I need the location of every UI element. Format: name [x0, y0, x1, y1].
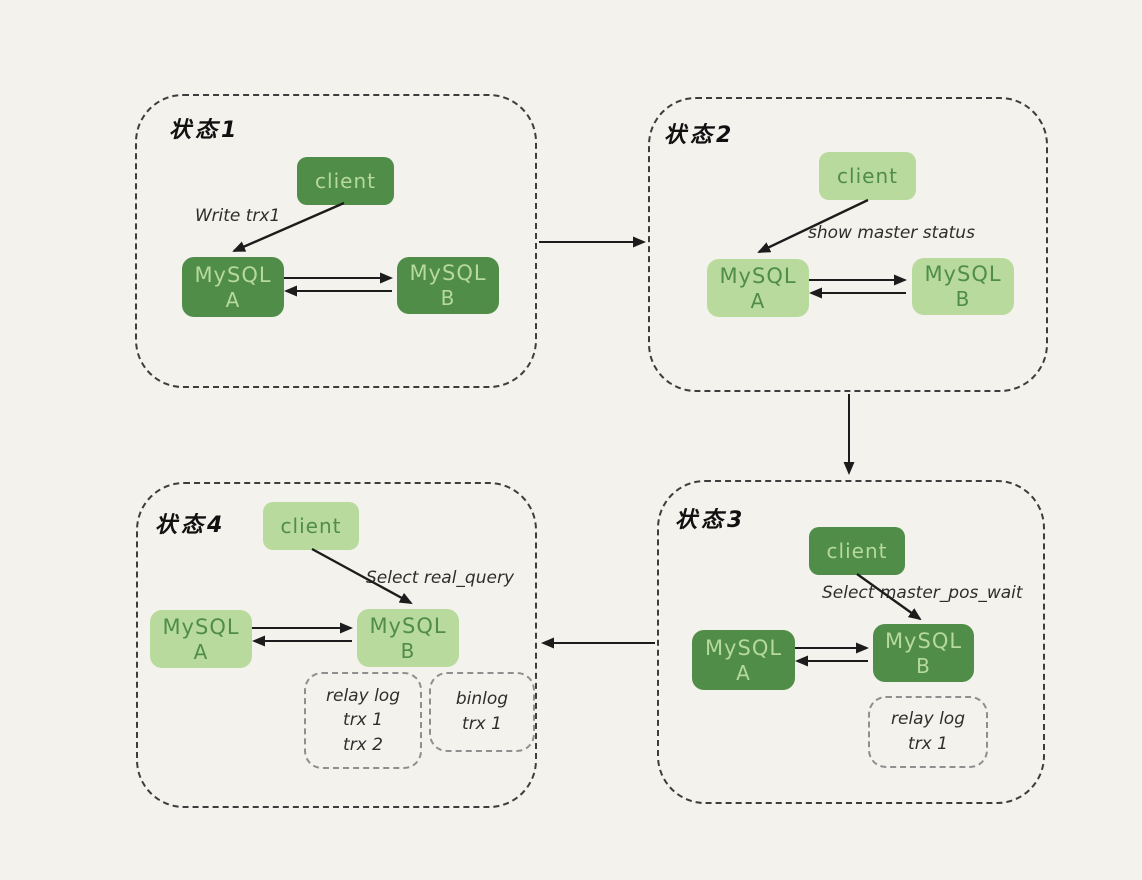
- relay-log-title: relay log: [891, 709, 965, 730]
- client-label: client: [826, 539, 888, 563]
- state-4-label: 状态4: [155, 513, 227, 538]
- client-label: client: [280, 514, 342, 538]
- state-3-annotation: Select master_pos_wait: [822, 583, 1023, 603]
- mysql-b-letter: B: [916, 653, 931, 678]
- state-1-client-box: client: [297, 157, 394, 205]
- state-3-label: 状态3: [675, 508, 747, 533]
- state-2-container: 状态2 client show master status MySQL A My…: [648, 97, 1048, 392]
- state-2-client-box: client: [819, 152, 916, 200]
- state-3-client-box: client: [809, 527, 905, 575]
- mysql-a-name: MySQL: [162, 614, 240, 639]
- state-1-label: 状态1: [169, 118, 241, 143]
- mysql-a-letter: A: [736, 660, 751, 685]
- binlog-entry: trx 1: [462, 714, 502, 734]
- mysql-a-name: MySQL: [704, 635, 783, 660]
- state-3-mysql-b-box: MySQL B: [873, 624, 974, 682]
- client-label: client: [837, 164, 898, 188]
- state-4-mysql-a-box: MySQL A: [150, 610, 252, 668]
- state-1-annotation: Write trx1: [195, 206, 281, 226]
- relay-log-entry: trx 1: [343, 710, 383, 731]
- state-1-mysql-a-box: MySQL A: [182, 257, 284, 317]
- mysql-b-name: MySQL: [924, 262, 1002, 286]
- state-4-mysql-b-box: MySQL B: [357, 609, 459, 667]
- state-3-relay-log-box: relay log trx 1: [868, 696, 988, 768]
- mysql-a-name: MySQL: [719, 263, 797, 288]
- mysql-a-name: MySQL: [194, 262, 272, 287]
- state-1-container: 状态1 client Write trx1 MySQL A MySQL B: [135, 94, 537, 388]
- mysql-a-letter: A: [193, 639, 209, 664]
- state-2-annotation: show master status: [808, 223, 975, 243]
- mysql-b-letter: B: [440, 286, 456, 310]
- relay-log-entry: trx 2: [343, 734, 383, 755]
- state-4-binlog-box: binlog trx 1: [429, 672, 535, 752]
- state-1-mysql-b-box: MySQL B: [397, 257, 499, 314]
- mysql-b-name: MySQL: [369, 613, 447, 638]
- state-2-label: 状态2: [664, 123, 736, 148]
- mysql-a-letter: A: [750, 288, 766, 313]
- mysql-b-name: MySQL: [884, 628, 963, 653]
- state-4-relay-log-box: relay log trx 1 trx 2: [304, 672, 422, 769]
- mysql-b-letter: B: [955, 287, 971, 311]
- mysql-b-name: MySQL: [409, 261, 487, 285]
- state-2-mysql-a-box: MySQL A: [707, 259, 809, 317]
- state-4-annotation: Select real_query: [366, 568, 515, 588]
- state-4-client-box: client: [263, 502, 359, 550]
- state-2-mysql-b-box: MySQL B: [912, 258, 1014, 315]
- client-label: client: [315, 169, 376, 193]
- state-4-container: 状态4 client Select real_query MySQL A MyS…: [136, 482, 537, 808]
- binlog-title: binlog: [455, 689, 509, 710]
- mysql-b-letter: B: [400, 638, 416, 663]
- state-3-mysql-a-box: MySQL A: [692, 630, 795, 690]
- state-3-container: 状态3 client Select master_pos_wait MySQL …: [657, 480, 1045, 804]
- mysql-a-letter: A: [225, 287, 241, 312]
- relay-log-title: relay log: [326, 685, 400, 706]
- relay-log-entry: trx 1: [908, 734, 948, 754]
